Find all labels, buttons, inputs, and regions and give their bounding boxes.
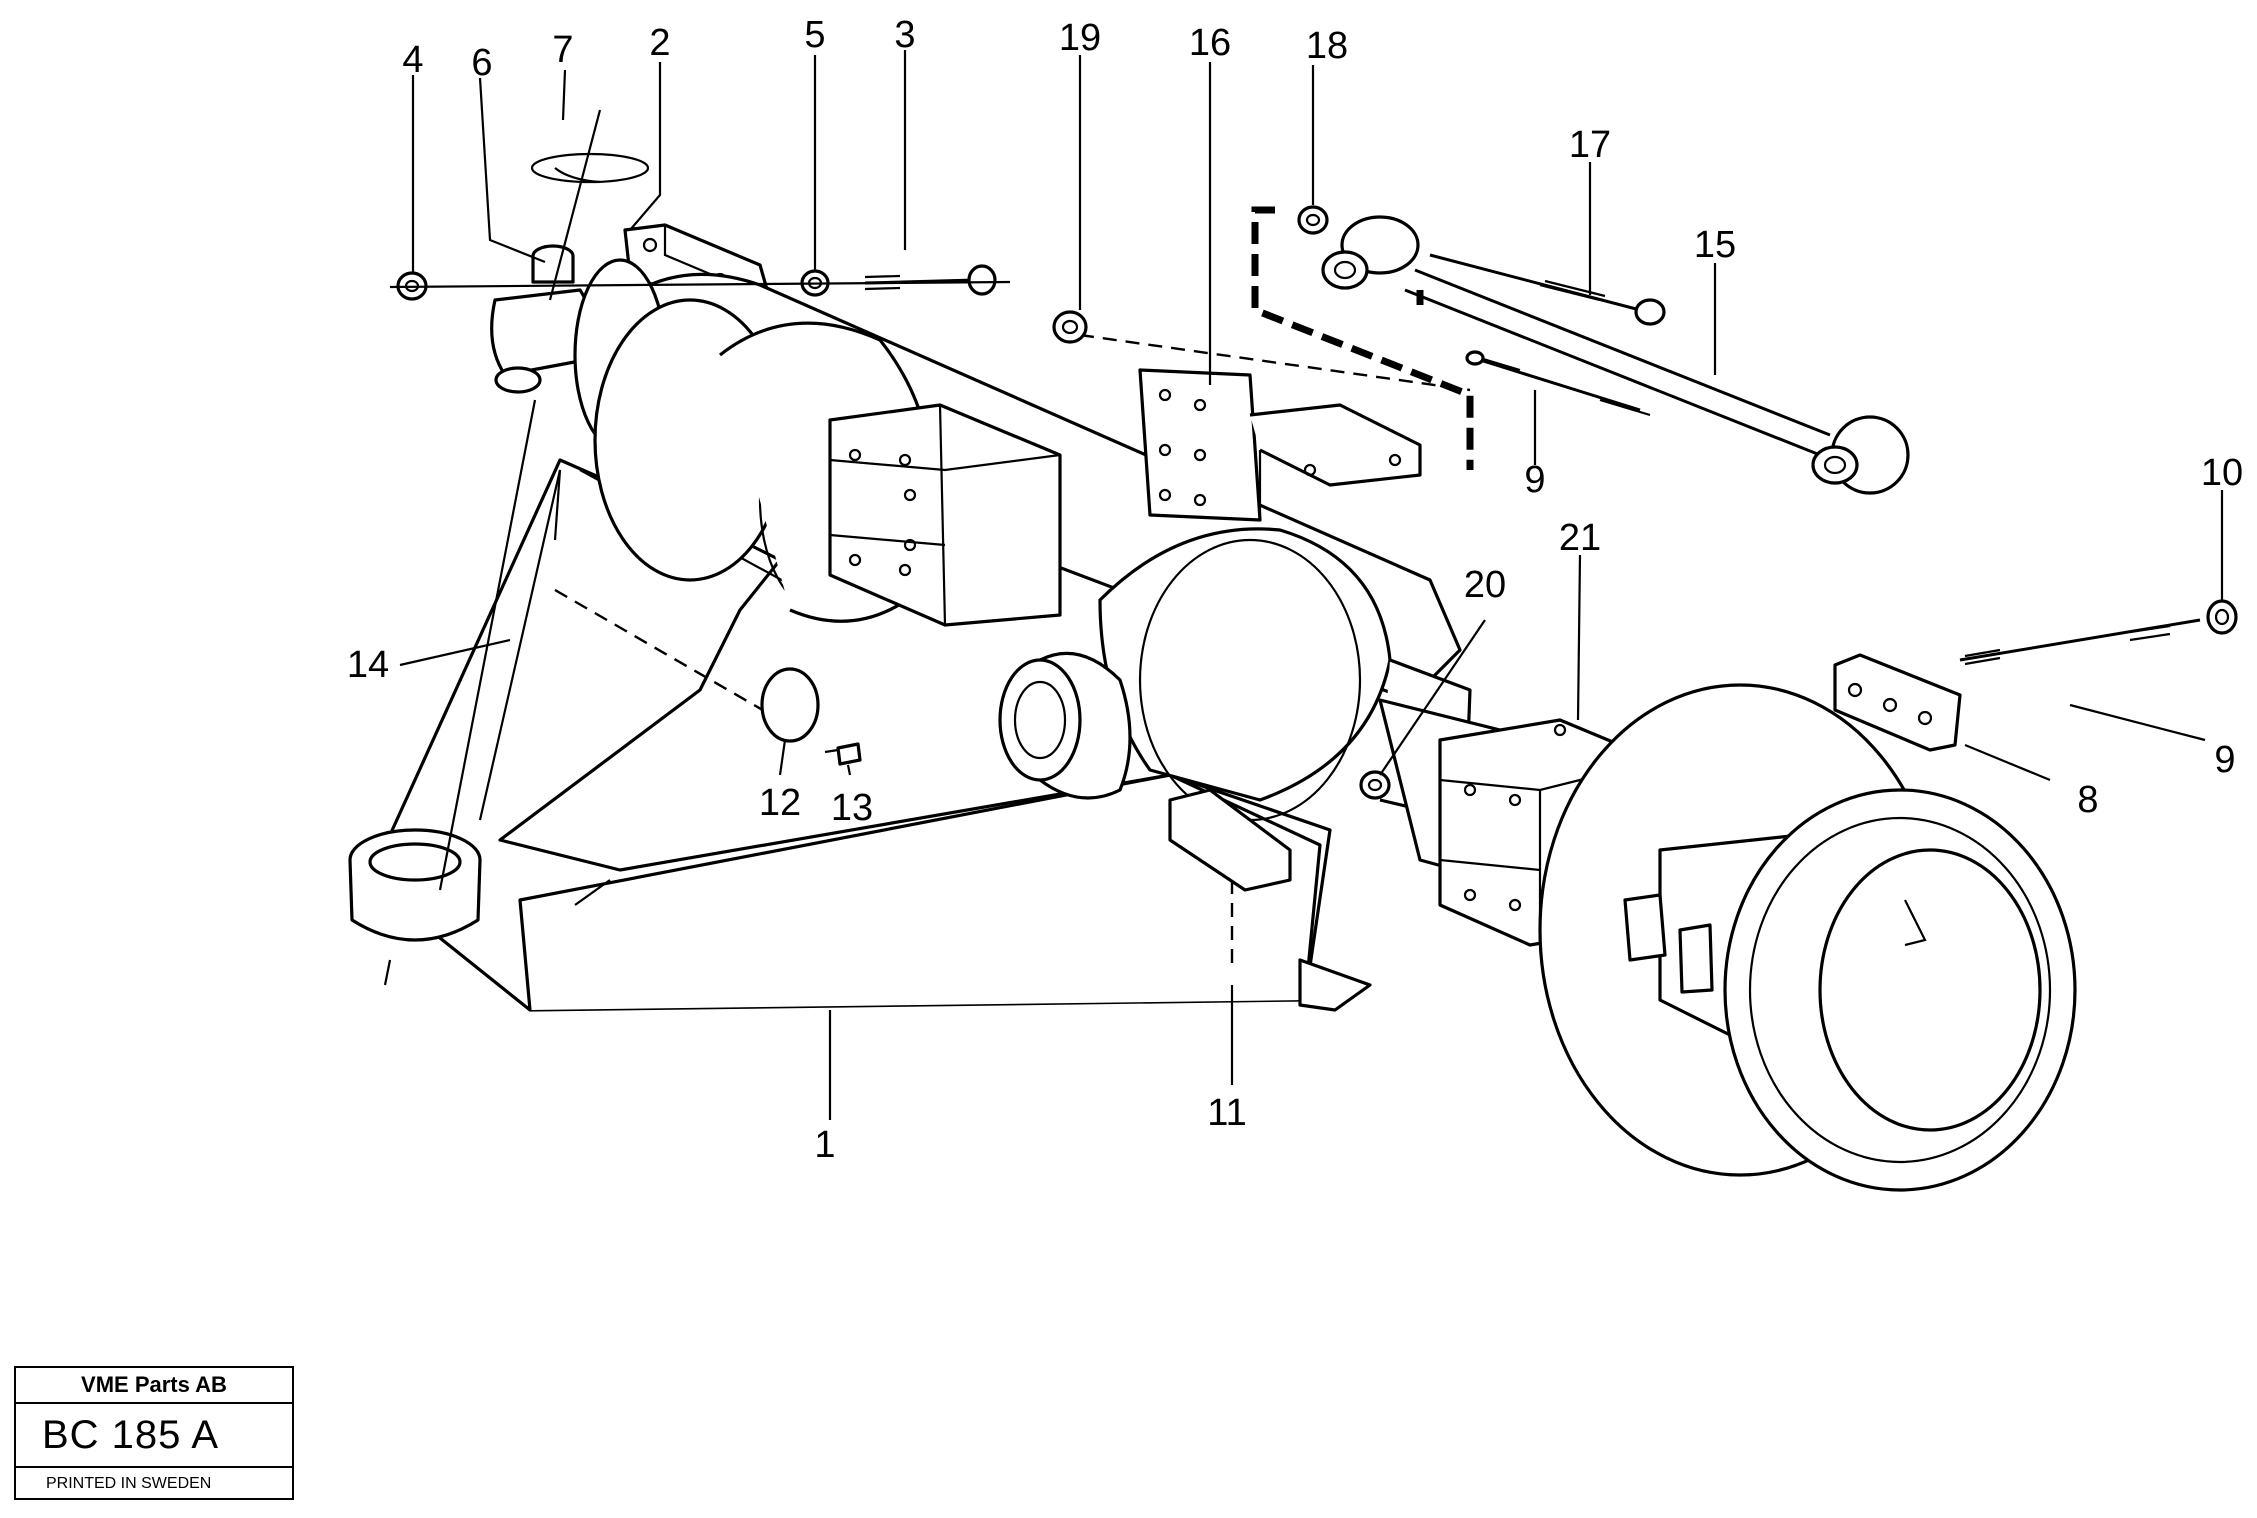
callout-19: 19 <box>1059 17 1101 59</box>
callout-6: 6 <box>471 42 492 84</box>
pad-11 <box>1168 788 1292 965</box>
printed-note: PRINTED IN SWEDEN <box>46 1475 212 1492</box>
callout-12: 12 <box>759 782 801 824</box>
lower-pivot-bushing <box>348 828 482 986</box>
title-block: VME Parts AB BC 185 A PRINTED IN SWEDEN <box>14 1366 294 1500</box>
callout-14: 14 <box>347 644 389 686</box>
callout-20: 20 <box>1464 564 1506 606</box>
callout-16: 16 <box>1189 22 1231 64</box>
nut-10 <box>2206 599 2238 635</box>
bolt-3 <box>864 264 997 296</box>
washer-20 <box>1359 770 1391 800</box>
leader-lines <box>399 50 2224 1120</box>
callout-15: 15 <box>1694 224 1736 266</box>
callout-1: 1 <box>814 1124 835 1166</box>
callout-17: 17 <box>1569 124 1611 166</box>
cover-12 <box>760 667 820 743</box>
company-name: VME Parts AB <box>16 1368 292 1404</box>
callout-8: 8 <box>2077 779 2098 821</box>
callout-9-top: 9 <box>1524 459 1545 501</box>
a-frame-arm <box>353 458 1372 1012</box>
plate-8 <box>1833 653 1962 752</box>
callout-13: 13 <box>831 787 873 829</box>
callout-11: 11 <box>1207 1092 1246 1134</box>
torque-rod <box>1321 215 1910 495</box>
callout-10: 10 <box>2201 452 2243 494</box>
upper-bushing <box>438 109 650 891</box>
callout-labels: 4 6 7 2 5 3 19 16 18 17 15 9 10 9 8 21 2… <box>347 14 2243 1166</box>
callout-9-right: 9 <box>2214 739 2235 781</box>
callout-2: 2 <box>649 22 670 64</box>
callout-3: 3 <box>894 14 915 56</box>
callout-7: 7 <box>552 29 573 71</box>
wheel-hub-assembly <box>1538 683 2077 1192</box>
bracket-16 <box>1138 368 1422 522</box>
callout-5: 5 <box>804 14 825 56</box>
callout-4: 4 <box>402 39 423 81</box>
bolt-9-upper <box>1465 350 1651 417</box>
alignment-guides <box>554 206 1474 722</box>
callout-21: 21 <box>1559 517 1601 559</box>
washer-18 <box>1297 205 1329 235</box>
bolt-17 <box>1429 253 1666 326</box>
callout-18: 18 <box>1306 25 1348 67</box>
left-axle-seat <box>828 403 1062 627</box>
nut-19 <box>1052 310 1088 344</box>
screw-13 <box>824 742 862 766</box>
drawing-code: BC 185 A <box>16 1404 292 1468</box>
bolt-9-right <box>1959 618 2201 666</box>
